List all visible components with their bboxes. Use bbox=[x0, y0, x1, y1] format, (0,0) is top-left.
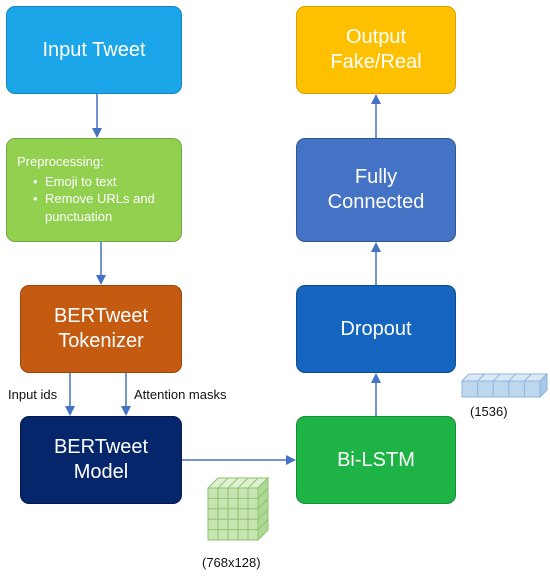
fully-connected-label-line2: Connected bbox=[327, 191, 425, 213]
vector-tensor-icon bbox=[460, 372, 549, 399]
tokenizer-label-line2: Tokenizer bbox=[58, 330, 144, 352]
preprocessing-node: Preprocessing: Emoji to text Remove URLs… bbox=[6, 138, 182, 242]
dropout-label: Dropout bbox=[340, 317, 412, 340]
output-node: Output Fake/Real bbox=[296, 6, 456, 94]
model-label-line2: Model bbox=[73, 461, 129, 483]
tokenizer-label-line1: BERTweet bbox=[53, 305, 149, 327]
model-label-line1: BERTweet bbox=[53, 436, 149, 458]
vector-shape-label: (1536) bbox=[470, 404, 508, 419]
preprocessing-step-urls: Remove URLs and punctuation bbox=[33, 190, 173, 225]
fully-connected-node: Fully Connected bbox=[296, 138, 456, 242]
input-tweet-label: Input Tweet bbox=[42, 38, 146, 61]
bilstm-node: Bi-LSTM bbox=[296, 416, 456, 504]
bilstm-label: Bi-LSTM bbox=[337, 448, 415, 471]
output-label-line1: Output bbox=[345, 26, 407, 48]
bertweet-tokenizer-node: BERTweet Tokenizer bbox=[20, 285, 182, 373]
input-tweet-node: Input Tweet bbox=[6, 6, 182, 94]
preprocessing-steps: Emoji to text Remove URLs and punctuatio… bbox=[17, 173, 173, 226]
attention-masks-label: Attention masks bbox=[134, 387, 227, 402]
preprocessing-step-emoji: Emoji to text bbox=[33, 173, 173, 191]
input-ids-label: Input ids bbox=[8, 387, 58, 402]
preprocessing-title: Preprocessing: bbox=[17, 154, 104, 169]
matrix-tensor-icon bbox=[206, 476, 270, 542]
output-label-line2: Fake/Real bbox=[330, 51, 422, 73]
dropout-node: Dropout bbox=[296, 285, 456, 373]
fully-connected-label-line1: Fully bbox=[354, 166, 398, 188]
bertweet-model-node: BERTweet Model bbox=[20, 416, 182, 504]
matrix-shape-label: (768x128) bbox=[202, 555, 261, 570]
